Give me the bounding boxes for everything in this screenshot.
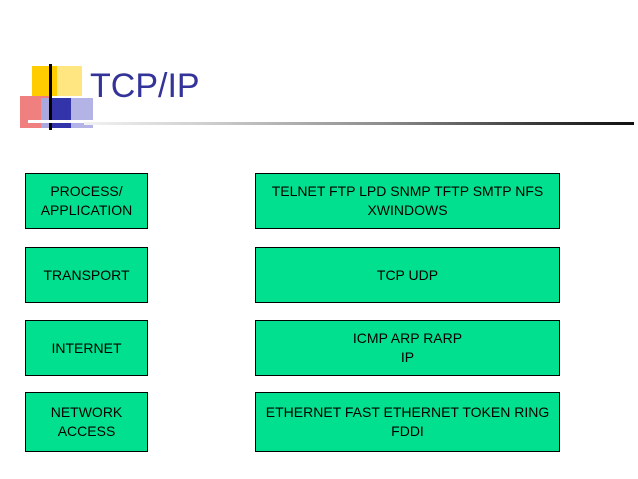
slide-title-area: TCP/IP (0, 0, 638, 140)
protocol-box-transport: TCP UDP (255, 247, 560, 303)
logo-horizontal-bar (28, 120, 94, 123)
title-divider-line (84, 122, 634, 125)
logo-vertical-bar (49, 64, 52, 130)
layer-name-label-transport: TRANSPORT (43, 266, 130, 283)
decorative-logo (20, 64, 94, 130)
layer-name-box-process-application: PROCESS/APPLICATION (25, 173, 148, 229)
page-title: TCP/IP (90, 67, 200, 105)
logo-yellow-light-square (57, 66, 82, 96)
layer-name-label-process-application: PROCESS/APPLICATION (40, 183, 133, 218)
layer-name-label-internet: INTERNET (51, 339, 122, 356)
layer-name-box-internet: INTERNET (25, 320, 148, 376)
layer-name-box-transport: TRANSPORT (25, 247, 148, 303)
protocol-label-transport: TCP UDP (376, 266, 439, 283)
logo-yellow-dark-square (32, 66, 57, 96)
